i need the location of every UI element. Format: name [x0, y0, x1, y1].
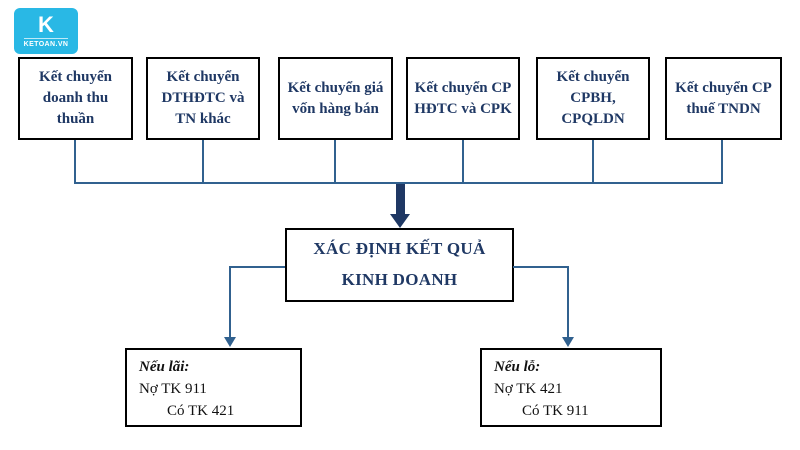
connector-stub-3	[334, 140, 336, 183]
thick-down-arrow-shaft	[396, 184, 405, 215]
loss-case-title: Nếu lỗ:	[494, 359, 541, 375]
box-financial-expense-transfer: Kết chuyển CP HĐTC và CPK	[406, 57, 520, 140]
connector-bus-line	[74, 182, 723, 184]
right-branch-vertical-line	[567, 266, 569, 337]
left-branch-arrow-icon	[224, 337, 236, 347]
connector-stub-6	[721, 140, 723, 183]
loss-case-credit: Có TK 911	[522, 402, 589, 419]
box-profit-case: Nếu lãi: Nợ TK 911 Có TK 421	[125, 348, 302, 427]
logo: K KETOAN.VN	[14, 8, 78, 54]
box-cogs-transfer: Kết chuyển giá vốn hàng bán	[278, 57, 393, 140]
logo-k-icon: K	[38, 12, 54, 37]
profit-case-debit: Nợ TK 911	[139, 380, 207, 397]
connector-stub-4	[462, 140, 464, 183]
box-business-result: XÁC ĐỊNH KẾT QUẢ KINH DOANH	[285, 228, 514, 302]
logo-brand: KETOAN.VN	[23, 38, 69, 48]
profit-case-credit: Có TK 421	[167, 402, 235, 419]
box-income-tax-transfer: Kết chuyển CP thuế TNDN	[665, 57, 782, 140]
left-branch-vertical-line	[229, 266, 231, 337]
connector-stub-1	[74, 140, 76, 183]
connector-stub-2	[202, 140, 204, 183]
thick-down-arrow-icon	[390, 214, 410, 228]
right-branch-horizontal-line	[513, 266, 569, 268]
box-financial-income-transfer: Kết chuyển DTHĐTC và TN khác	[146, 57, 260, 140]
profit-case-title: Nếu lãi:	[139, 359, 190, 375]
left-branch-horizontal-line	[229, 266, 285, 268]
right-branch-arrow-icon	[562, 337, 574, 347]
box-selling-admin-expense-transfer: Kết chuyển CPBH, CPQLDN	[536, 57, 650, 140]
loss-case-debit: Nợ TK 421	[494, 380, 563, 397]
box-loss-case: Nếu lỗ: Nợ TK 421 Có TK 911	[480, 348, 662, 427]
connector-stub-5	[592, 140, 594, 183]
box-net-revenue-transfer: Kết chuyển doanh thu thuần	[18, 57, 133, 140]
